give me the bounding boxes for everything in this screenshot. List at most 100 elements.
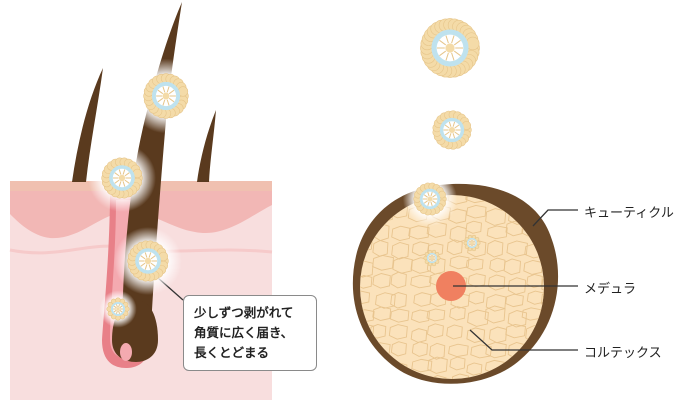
cortex-cell <box>542 195 544 207</box>
leader-cuticle <box>532 209 578 227</box>
cortex-cell <box>505 375 527 379</box>
cortex-cell <box>390 341 407 357</box>
cortex-cell <box>503 258 521 276</box>
cortex-cell <box>428 375 447 379</box>
cortex-cell <box>372 240 389 257</box>
cortex-cell <box>408 225 430 240</box>
cortex-cell <box>391 225 411 242</box>
cortex-cell <box>526 378 544 379</box>
cortex-cell <box>485 208 507 226</box>
cortex-cell <box>411 341 428 357</box>
particle <box>99 290 137 328</box>
cortex-cell <box>429 342 446 360</box>
cortex-cell <box>372 378 393 379</box>
particle <box>128 58 204 134</box>
cortex-cell <box>505 293 524 308</box>
callout-line-3: 長くとどまる <box>194 345 270 360</box>
cortex-cell <box>507 277 527 295</box>
cortex-cell <box>465 220 482 234</box>
cortex-cell <box>394 378 412 379</box>
cortex-cell <box>388 324 408 340</box>
hair-cross-section <box>352 183 559 393</box>
cortex-cell <box>451 373 470 379</box>
cortex-cell <box>541 205 544 223</box>
cortex-cell <box>372 254 394 271</box>
particle <box>420 18 480 78</box>
cortex-cell <box>523 259 543 275</box>
medulla <box>436 271 466 301</box>
cortex-cell <box>392 256 413 274</box>
cortex-cell <box>488 326 507 344</box>
cortex-cell <box>372 195 389 207</box>
cortex-cell <box>410 274 432 289</box>
cortex-cell <box>372 273 391 289</box>
hair-right <box>197 110 216 182</box>
cortex-cell <box>484 305 506 324</box>
cortex-cell <box>413 292 432 307</box>
cortex-cell <box>427 323 444 338</box>
cortex-cell <box>360 343 373 361</box>
cortex-cell <box>541 275 544 294</box>
cortex-cell <box>360 357 372 372</box>
cortex-cell <box>360 290 371 305</box>
cortex-cell <box>449 255 470 270</box>
cortex-cell <box>426 308 446 322</box>
cortex-cell <box>411 358 433 373</box>
cortex-cell <box>390 271 407 289</box>
cortex-cell <box>540 378 544 379</box>
cortex-cell <box>427 356 448 374</box>
dermal-papilla <box>120 343 132 361</box>
cortex-cell <box>410 328 428 343</box>
cortex-cell <box>485 341 507 359</box>
cortex-cell <box>360 309 375 323</box>
particles <box>88 18 481 328</box>
callout-line-1: 少しずつ剥がれて <box>194 305 294 320</box>
callout-line-2: 角質に広く届き、 <box>194 325 294 340</box>
cortex-cell <box>524 195 542 206</box>
cortex-cell <box>486 225 508 240</box>
hair-left <box>72 68 103 182</box>
particle <box>432 110 472 150</box>
cortex-cell <box>505 324 526 339</box>
cortex-cell <box>505 220 524 237</box>
cortex-cell <box>360 195 371 205</box>
cortex-cell <box>449 356 466 371</box>
cortex-cell <box>465 257 484 271</box>
cortex-cell <box>507 310 527 328</box>
cortex-cell <box>540 290 544 309</box>
cortex-cell <box>390 292 407 309</box>
cortex-cell <box>485 377 505 379</box>
cortex-cell <box>468 290 485 305</box>
label-medulla: メデュラ <box>584 282 637 297</box>
particle <box>114 227 182 295</box>
cortex-cell <box>448 343 469 358</box>
cortex-cell <box>467 273 486 288</box>
cortex-cell <box>486 240 504 258</box>
cortex-cell <box>360 208 371 223</box>
cortex-cell <box>506 240 528 257</box>
label-cuticle: キューティクル <box>584 206 674 221</box>
cortex-cell <box>521 359 542 377</box>
cortex-cell <box>369 362 390 377</box>
cortex-cell <box>467 309 489 327</box>
cortex-cell <box>446 239 463 256</box>
cortex-cell <box>449 306 466 321</box>
callout-box: 少しずつ剥がれて 角質に広く届き、 長くとどまる <box>183 295 317 371</box>
cortex-cell <box>448 208 467 224</box>
particle <box>423 249 441 267</box>
cortex-cell <box>466 362 483 376</box>
particle <box>88 144 156 212</box>
cortex-cell <box>470 380 490 393</box>
cortex-cell <box>410 257 432 274</box>
cortex-cell <box>466 327 486 343</box>
label-cortex: コルテックス <box>584 346 662 361</box>
cortex-cell <box>466 204 487 219</box>
cortex-cell <box>372 306 392 321</box>
particle <box>463 234 481 252</box>
cortex-cell <box>411 309 430 323</box>
cortex-cell <box>542 343 544 359</box>
cortex-cell <box>446 324 463 340</box>
epidermis-wave <box>10 190 272 239</box>
